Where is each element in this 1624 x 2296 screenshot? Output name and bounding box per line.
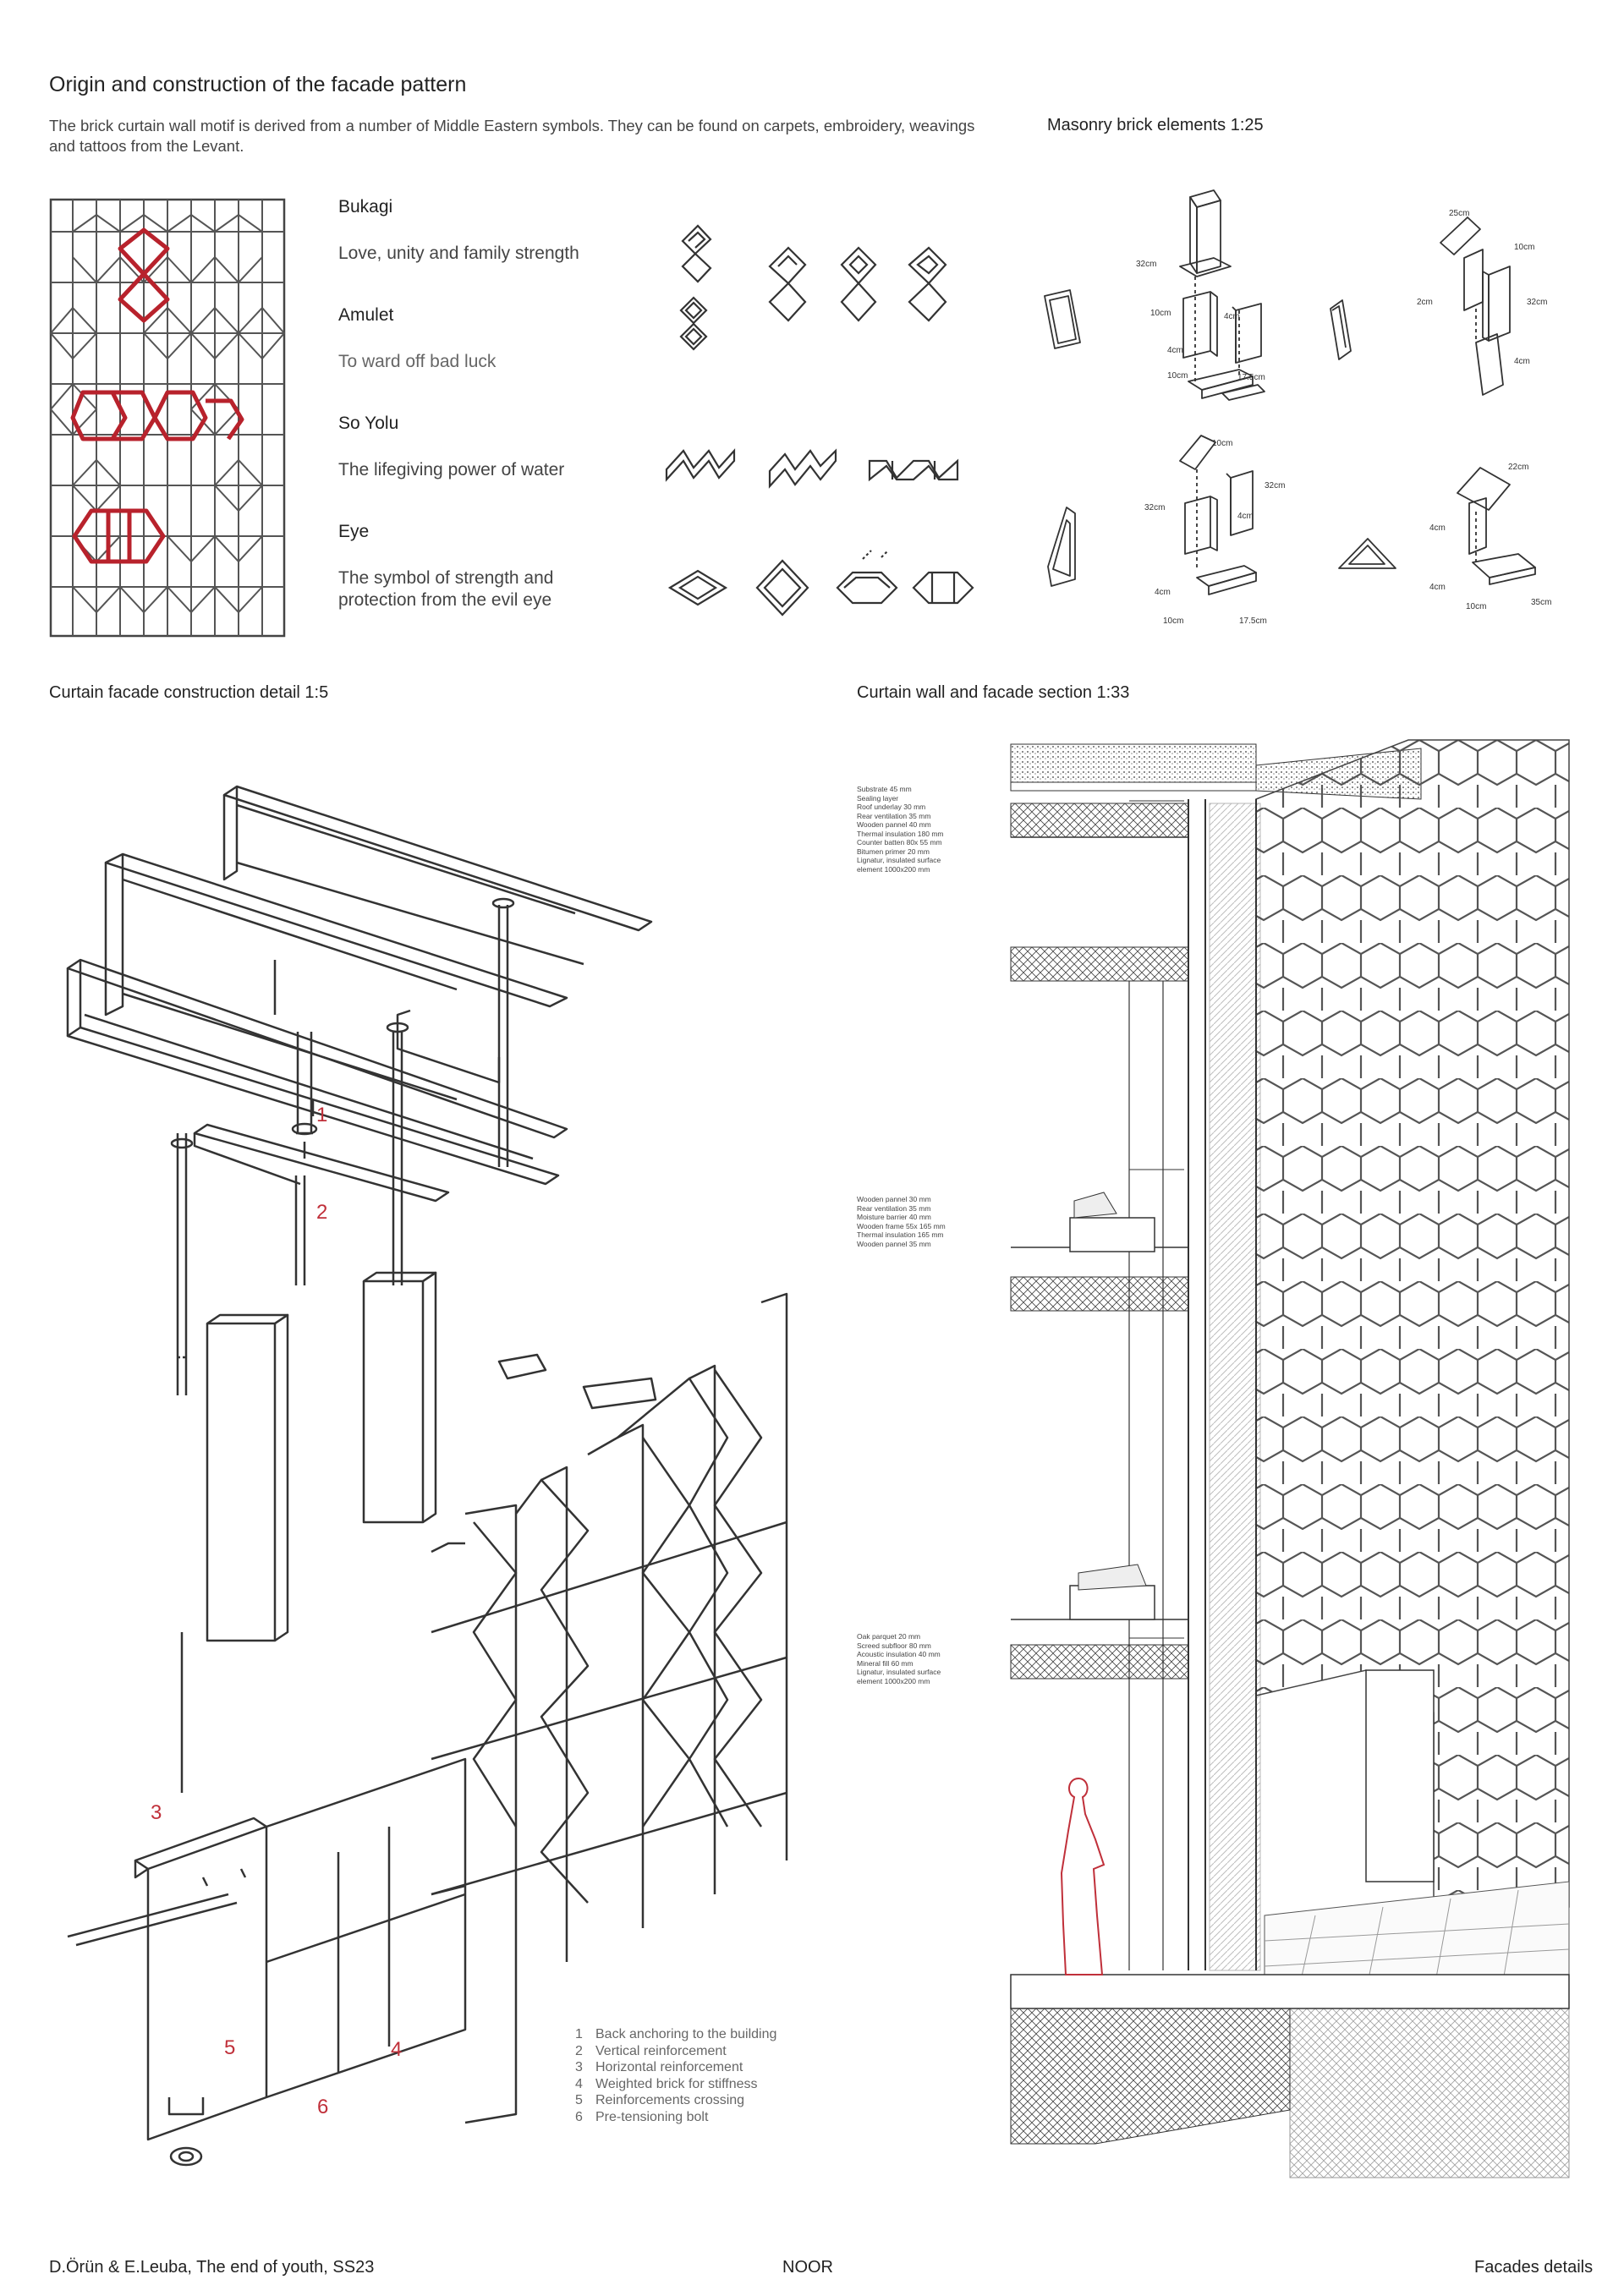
dim-25-a: 25cm (1449, 209, 1469, 218)
detail-label-3: 3 (151, 1801, 162, 1824)
motif-bukagi-desc: Love, unity and family strength (338, 244, 579, 263)
masonry-brick-drawings: 32cm 10cm 4cm 4cm 10cm 17.5cm 25cm 10cm … (1044, 189, 1551, 626)
dim-32-d: 32cm (1144, 503, 1165, 512)
motif-soyolu-desc: The lifegiving power of water (338, 460, 565, 479)
wall-section-title: Curtain wall and facade section 1:33 (857, 683, 1130, 702)
dim-10-e: 10cm (1163, 616, 1183, 626)
detail-label-4: 4 (391, 2038, 403, 2061)
masonry-title: Masonry brick elements 1:25 (1047, 116, 1264, 134)
motif-eye-title: Eye (338, 522, 370, 541)
dim-22-a: 22cm (1508, 463, 1528, 472)
dim-17-a: 17.5cm (1237, 373, 1265, 382)
dim-10-b: 10cm (1167, 371, 1188, 381)
construction-detail-drawing (66, 785, 788, 2167)
dim-4-d: 4cm (1237, 512, 1254, 521)
dim-4-c: 4cm (1514, 357, 1530, 366)
page-title: Origin and construction of the facade pa… (49, 73, 467, 96)
dim-17-b: 17.5cm (1239, 616, 1267, 626)
dim-10-d: 10cm (1212, 439, 1232, 448)
motif-amulet-title: Amulet (338, 305, 394, 325)
dim-32-b: 32cm (1527, 298, 1547, 307)
motif-amulet-desc: To ward off bad luck (338, 352, 497, 371)
footer-credits: D.Örün & E.Leuba, The end of youth, SS23 (49, 2258, 375, 2277)
dim-4-f: 4cm (1429, 523, 1446, 533)
detail-label-5: 5 (224, 2036, 236, 2059)
dim-10-c: 10cm (1514, 243, 1534, 252)
dim-2-a: 2cm (1417, 298, 1433, 307)
intro-text: The brick curtain wall motif is derived … (49, 117, 975, 155)
dim-32-a: 32cm (1136, 260, 1156, 269)
detail-label-2: 2 (316, 1201, 328, 1224)
dim-32-c: 32cm (1265, 481, 1285, 490)
dim-4-g: 4cm (1429, 583, 1446, 592)
dim-10-f: 10cm (1466, 602, 1486, 611)
motif-eye-desc: The symbol of strength and protection fr… (338, 568, 554, 610)
footer-project-name: NOOR (782, 2258, 833, 2277)
motif-soyolu-title: So Yolu (338, 414, 399, 433)
motif-glyphs (665, 224, 974, 616)
dim-35-a: 35cm (1531, 598, 1551, 607)
detail-label-1: 1 (316, 1104, 328, 1126)
footer-sheet-title: Facades details (1474, 2258, 1594, 2277)
dim-4-b: 4cm (1167, 346, 1183, 355)
dim-4-a: 4cm (1224, 312, 1240, 321)
facade-pattern-grid (49, 198, 286, 638)
detail-label-6: 6 (317, 2096, 329, 2118)
dim-10-a: 10cm (1150, 309, 1171, 318)
dim-4-e: 4cm (1155, 588, 1171, 597)
motif-bukagi-title: Bukagi (338, 197, 393, 216)
wall-section-drawing (1010, 739, 1570, 2178)
construction-detail-title: Curtain facade construction detail 1:5 (49, 683, 329, 702)
